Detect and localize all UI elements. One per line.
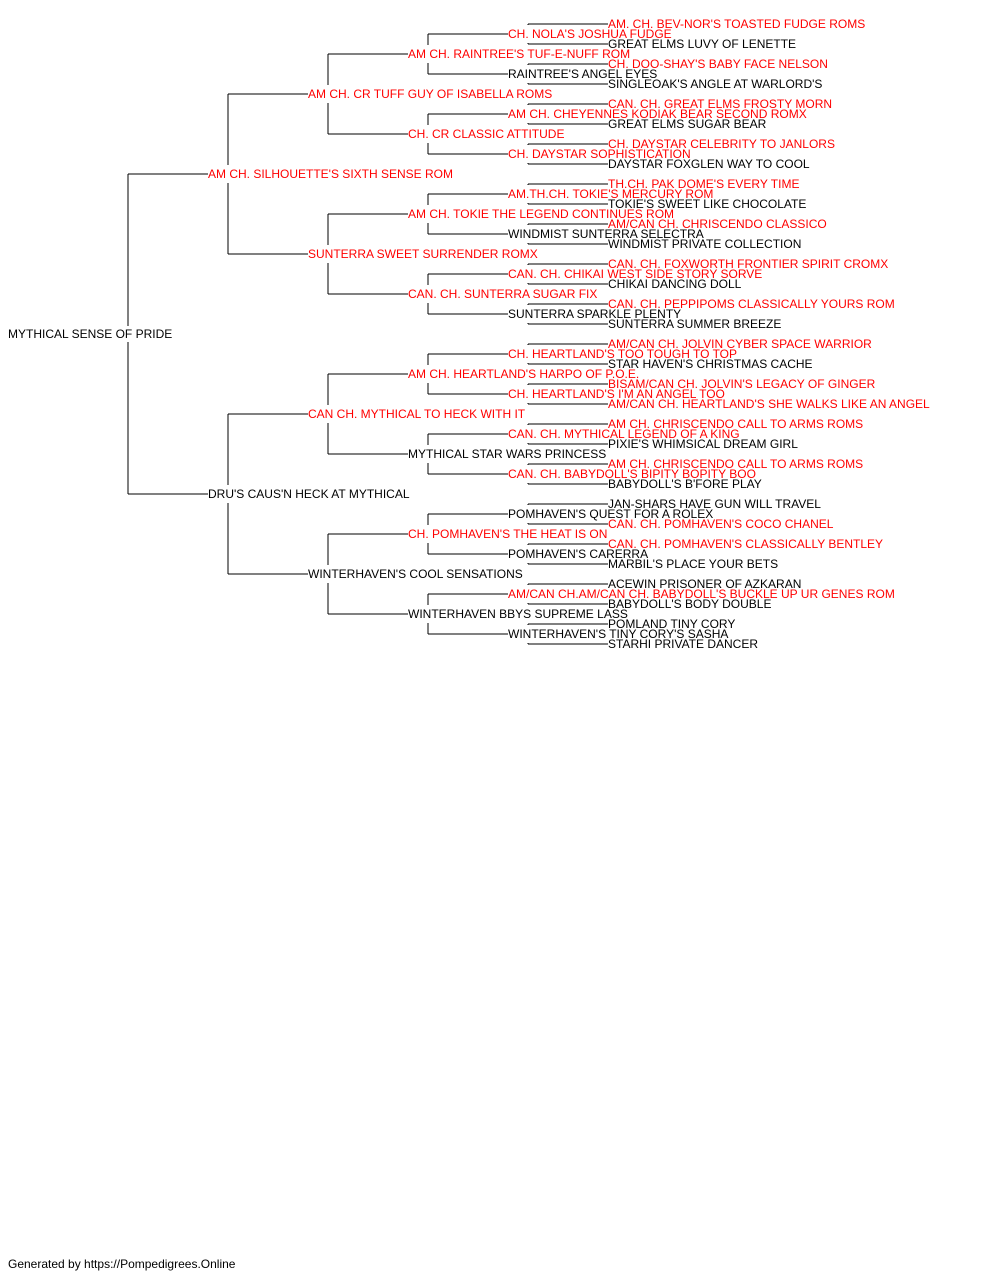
dam-name: WINTERHAVEN'S COOL SENSATIONS <box>308 567 523 581</box>
dam-name: WINDMIST PRIVATE COLLECTION <box>608 237 801 251</box>
sire-name: AM CH. RAINTREE'S TUF-E-NUFF ROM <box>408 47 630 61</box>
dam-name: CH. DAYSTAR SOPHISTICATION <box>508 147 691 161</box>
sire-name: AM CH. CR TUFF GUY OF ISABELLA ROMS <box>308 87 552 101</box>
sire-name: JAN-SHARS HAVE GUN WILL TRAVEL <box>608 497 821 511</box>
dam-name: AM/CAN CH. HEARTLAND'S SHE WALKS LIKE AN… <box>608 397 930 411</box>
dam-name: WINDMIST SUNTERRA SELECTRA <box>508 227 704 241</box>
dam-name: CH. HEARTLAND'S I'M AN ANGEL TOO <box>508 387 725 401</box>
sire-name: BISAM/CAN CH. JOLVIN'S LEGACY OF GINGER <box>608 377 876 391</box>
sire-name: AM.TH.CH. TOKIE'S MERCURY ROM <box>508 187 713 201</box>
dam-name: CHIKAI DANCING DOLL <box>608 277 742 291</box>
sire-name: CAN. CH. POMHAVEN'S CLASSICALLY BENTLEY <box>608 537 883 551</box>
sire-name: AM. CH. BEV-NOR'S TOASTED FUDGE ROMS <box>608 17 865 31</box>
dam-name: SUNTERRA SPARKLE PLENTY <box>508 307 681 321</box>
sire-name: AM/CAN CH. CHRISCENDO CLASSICO <box>608 217 827 231</box>
sire-name: AM CH. SILHOUETTE'S SIXTH SENSE ROM <box>208 167 453 181</box>
sire-name: CH. DOO-SHAY'S BABY FACE NELSON <box>608 57 828 71</box>
sire-name: CAN. CH. FOXWORTH FRONTIER SPIRIT CROMX <box>608 257 888 271</box>
sire-name: CH. POMHAVEN'S THE HEAT IS ON <box>408 527 607 541</box>
sire-name: POMLAND TINY CORY <box>608 617 735 631</box>
dam-name: GREAT ELMS SUGAR BEAR <box>608 117 767 131</box>
dam-name: STAR HAVEN'S CHRISTMAS CACHE <box>608 357 813 371</box>
sire-name: CAN. CH. CHIKAI WEST SIDE STORY SORVE <box>508 267 762 281</box>
dam-name: CAN. CH. POMHAVEN'S COCO CHANEL <box>608 517 834 531</box>
dam-name: RAINTREE'S ANGEL EYES <box>508 67 657 81</box>
dam-name: WINTERHAVEN'S TINY CORY'S SASHA <box>508 627 728 641</box>
dam-name: CAN. CH. SUNTERRA SUGAR FIX <box>408 287 597 301</box>
dam-name: PIXIE'S WHIMSICAL DREAM GIRL <box>608 437 798 451</box>
sire-name: POMHAVEN'S QUEST FOR A ROLEX <box>508 507 713 521</box>
sire-name: ACEWIN PRISONER OF AZKARAN <box>608 577 801 591</box>
dam-name: DRU'S CAUS'N HECK AT MYTHICAL <box>208 487 410 501</box>
sire-name: CAN. CH. GREAT ELMS FROSTY MORN <box>608 97 832 111</box>
dam-name: STARHI PRIVATE DANCER <box>608 637 758 651</box>
dam-name: CH. CR CLASSIC ATTITUDE <box>408 127 564 141</box>
sire-name: AM CH. HEARTLAND'S HARPO OF P.O.E. <box>408 367 639 381</box>
sire-name: AM/CAN CH. JOLVIN CYBER SPACE WARRIOR <box>608 337 872 351</box>
sire-name: CAN. CH. MYTHICAL LEGEND OF A KING <box>508 427 740 441</box>
sire-name: TH.CH. PAK DOME'S EVERY TIME <box>608 177 799 191</box>
dam-name: BABYDOLL'S B'FORE PLAY <box>608 477 762 491</box>
footer-credit: Generated by https://Pompedigrees.Online <box>8 1257 236 1271</box>
sire-name: CH. HEARTLAND'S TOO TOUGH TO TOP <box>508 347 737 361</box>
sire-name: AM/CAN CH.AM/CAN CH. BABYDOLL'S BUCKLE U… <box>508 587 895 601</box>
dam-name: SUNTERRA SUMMER BREEZE <box>608 317 781 331</box>
dam-name: MARBIL'S PLACE YOUR BETS <box>608 557 778 571</box>
sire-name: CH. DAYSTAR CELEBRITY TO JANLORS <box>608 137 835 151</box>
dam-name: SINGLEOAK'S ANGLE AT WARLORD'S <box>608 77 822 91</box>
sire-name: AM CH. CHRISCENDO CALL TO ARMS ROMS <box>608 457 863 471</box>
sire-name: CAN CH. MYTHICAL TO HECK WITH IT <box>308 407 526 421</box>
sire-name: CH. NOLA'S JOSHUA FUDGE <box>508 27 672 41</box>
sire-name: CAN. CH. PEPPIPOMS CLASSICALLY YOURS ROM <box>608 297 895 311</box>
dam-name: BABYDOLL'S BODY DOUBLE <box>608 597 771 611</box>
subject-name: MYTHICAL SENSE OF PRIDE <box>8 327 172 341</box>
sire-name: AM CH. CHRISCENDO CALL TO ARMS ROMS <box>608 417 863 431</box>
dam-name: MYTHICAL STAR WARS PRINCESS <box>408 447 606 461</box>
dam-name: POMHAVEN'S CARERRA <box>508 547 648 561</box>
dam-name: DAYSTAR FOXGLEN WAY TO COOL <box>608 157 810 171</box>
dam-name: GREAT ELMS LUVY OF LENETTE <box>608 37 796 51</box>
sire-name: AM CH. CHEYENNES KODIAK BEAR SECOND ROMX <box>508 107 807 121</box>
sire-name: AM CH. TOKIE THE LEGEND CONTINUES ROM <box>408 207 674 221</box>
dam-name: WINTERHAVEN BBYS SUPREME LASS <box>408 607 628 621</box>
dam-name: TOKIE'S SWEET LIKE CHOCOLATE <box>608 197 806 211</box>
dam-name: SUNTERRA SWEET SURRENDER ROMX <box>308 247 538 261</box>
dam-name: CAN. CH. BABYDOLL'S BIPITY BOPITY BOO <box>508 467 756 481</box>
